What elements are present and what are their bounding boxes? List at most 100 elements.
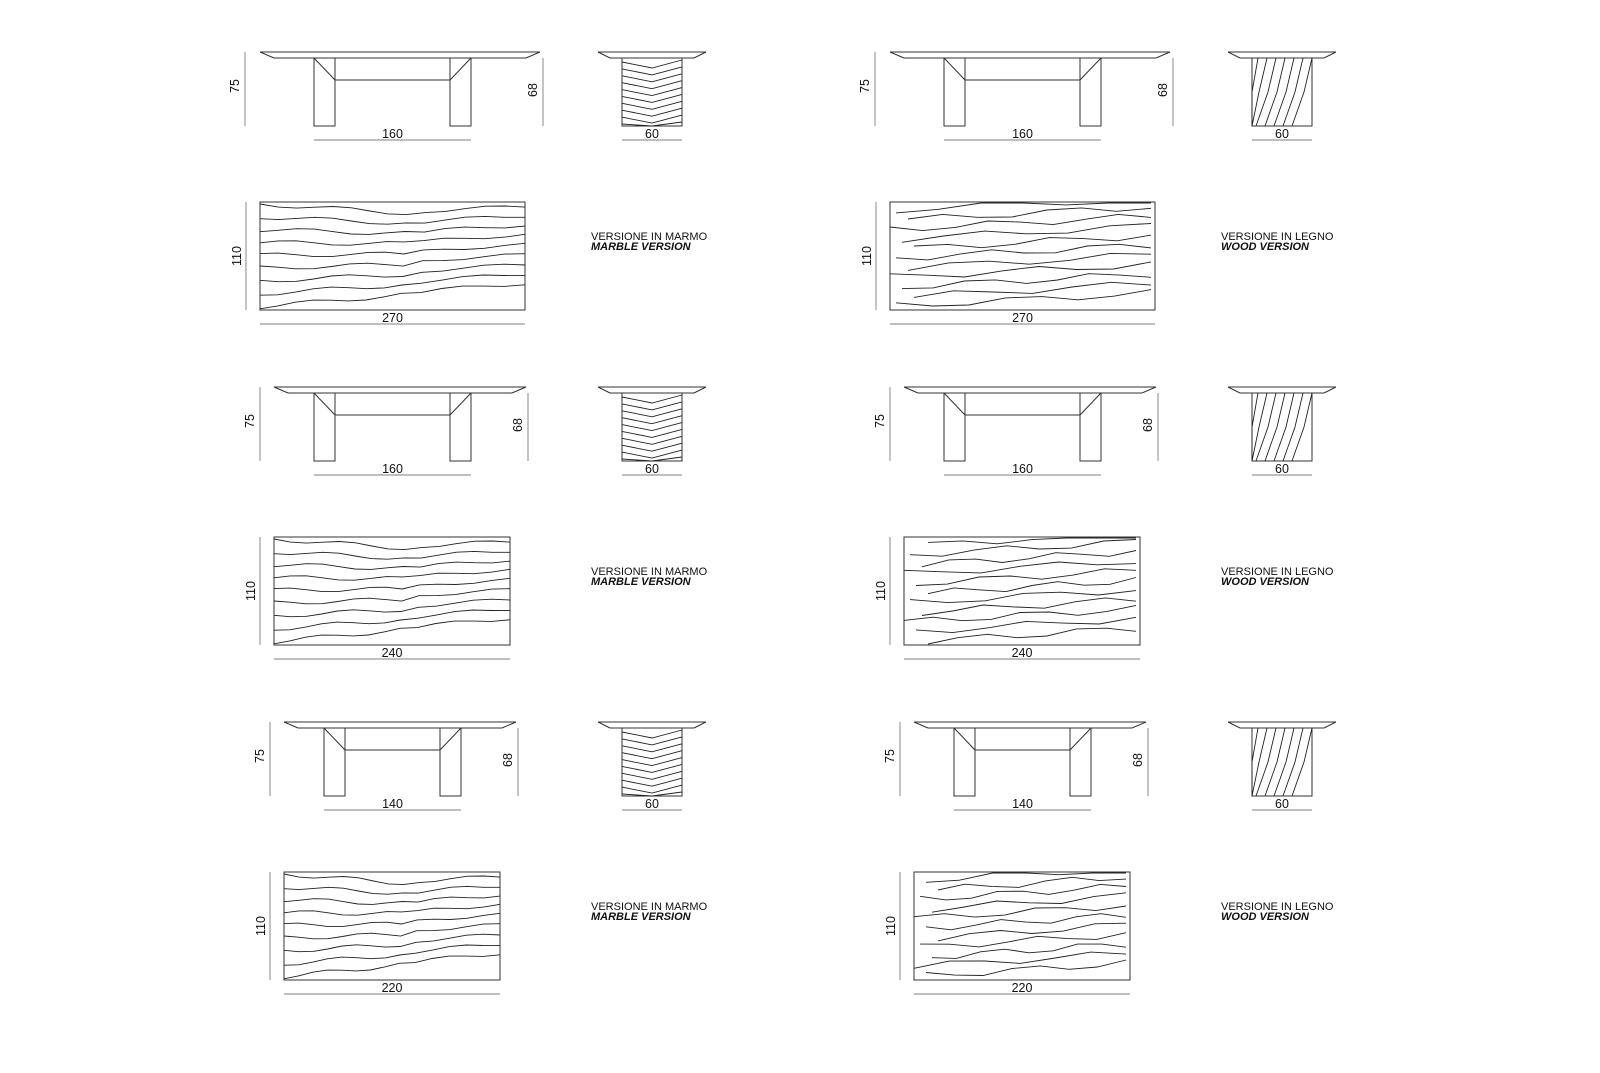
marble-vein [283, 912, 501, 928]
left-leg [313, 392, 336, 462]
marble-vein [621, 435, 683, 445]
height-label: 75 [243, 414, 257, 428]
marble-vein [259, 203, 526, 216]
wood-grain [925, 959, 1127, 976]
side-elevation: 60 [1227, 386, 1337, 476]
wood-grain [907, 207, 1152, 220]
wood-grain [889, 261, 1152, 278]
side-leg [1251, 392, 1313, 462]
marble-vein [621, 66, 683, 76]
wood-grain [913, 905, 1127, 918]
wood-grain [1255, 392, 1277, 462]
caption-italian: VERSIONE IN MARMO [591, 231, 708, 243]
wood-grain [895, 289, 1152, 307]
marble-vein [621, 791, 683, 797]
wood-grain [909, 590, 1137, 604]
marble-vein [621, 87, 683, 97]
length-label: 160 [1012, 462, 1033, 476]
height-label: 75 [858, 79, 872, 93]
right-leg [1079, 392, 1102, 462]
wood-grain [915, 616, 1137, 634]
table-top-bevel-left [889, 51, 905, 59]
marble-vein [273, 609, 511, 631]
leg-chamfer-right [1079, 57, 1102, 81]
marble-vein [259, 284, 526, 310]
leg-chamfer-right [1069, 727, 1092, 751]
right-leg [1079, 57, 1102, 127]
leg-chamfer-left [943, 392, 966, 416]
side-leg [1251, 727, 1313, 797]
marble-vein [621, 59, 683, 69]
marble-vein [621, 80, 683, 90]
marble-vein [259, 274, 526, 296]
marble-vein [621, 770, 683, 780]
left-leg [323, 727, 346, 797]
wood-grain [913, 951, 1127, 969]
leg-chamfer-left [953, 727, 976, 751]
table-top-bevel-right [1131, 721, 1147, 729]
marble-vein [273, 560, 511, 570]
marble-vein [283, 885, 500, 895]
marble-vein [283, 954, 501, 980]
wood-grain [937, 922, 1127, 942]
wood-grain [909, 539, 1137, 557]
depth-label: 110 [254, 916, 268, 936]
wood-grain [927, 577, 1137, 595]
table-top-bevel-left [913, 721, 929, 729]
side-leg [1251, 57, 1313, 127]
wood-grain [1291, 57, 1313, 127]
marble-vein [621, 121, 683, 127]
wood-grain [1251, 57, 1268, 127]
marble-vein [621, 73, 683, 83]
table-top-bevel-left [273, 386, 289, 394]
wood-grain [919, 883, 1127, 901]
right-leg [439, 727, 462, 797]
marble-vein [621, 415, 683, 425]
leg-chamfer-left [323, 727, 346, 751]
caption-english: WOOD VERSION [1221, 576, 1310, 588]
leg-height-label: 68 [511, 418, 525, 432]
caption-english: MARBLE VERSION [591, 241, 692, 253]
table-top-bevel-left [903, 386, 919, 394]
caption-italian: VERSIONE IN LEGNO [1221, 231, 1334, 243]
wood-grain [1255, 727, 1277, 797]
wood-grain [1264, 57, 1286, 127]
wood-grain [895, 202, 1151, 214]
marble-vein [259, 233, 526, 246]
wood-grain [907, 252, 1152, 271]
marble-vein [273, 550, 510, 560]
wood-grain [925, 913, 1127, 931]
plan-length-label: 270 [1012, 311, 1033, 325]
side-elevation: 60 [597, 721, 707, 811]
wood-grain [1251, 57, 1259, 126]
table-top-plan [259, 201, 526, 311]
marble-vein [259, 253, 526, 270]
marble-vein [273, 538, 511, 551]
marble-vein [621, 100, 683, 110]
leg-height-label: 68 [1141, 418, 1155, 432]
wood-grain [1264, 392, 1286, 462]
marble-vein [621, 93, 683, 103]
table-top-plan [283, 871, 501, 981]
wood-grain [1282, 57, 1304, 127]
wood-grain [1273, 392, 1295, 462]
marble-vein [283, 923, 501, 940]
marble-vein [621, 784, 683, 794]
leg-chamfer-right [439, 727, 462, 751]
side-width-label: 60 [1275, 127, 1289, 141]
left-leg [943, 57, 966, 127]
table-top-plan [889, 201, 1156, 311]
marble-vein [273, 598, 511, 618]
length-label: 140 [382, 797, 403, 811]
wood-grain [931, 892, 1127, 913]
